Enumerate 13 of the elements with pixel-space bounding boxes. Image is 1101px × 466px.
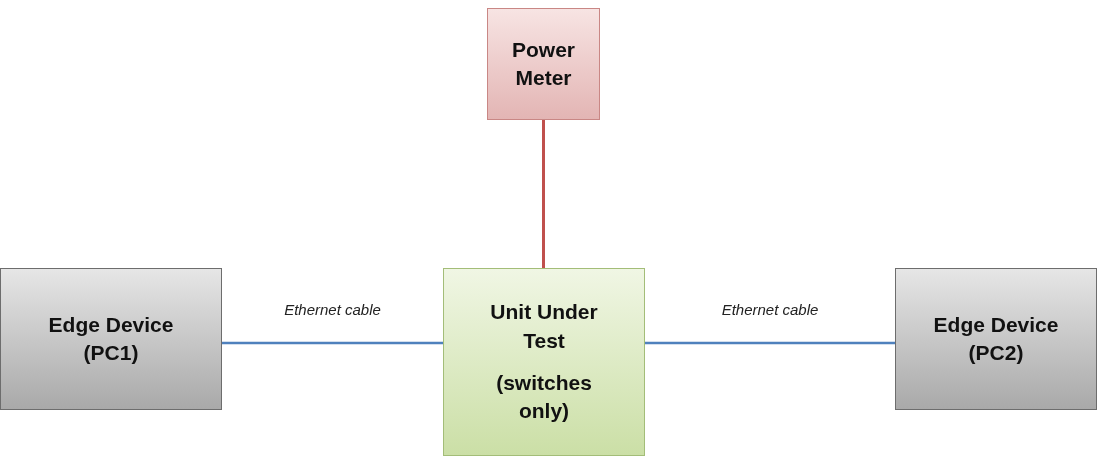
box-text: (switches only) [495, 370, 593, 425]
box-text: Power Meter [511, 36, 576, 91]
connector-line [542, 120, 545, 268]
device-box [487, 8, 600, 120]
device-box [895, 268, 1097, 410]
device-box [443, 268, 645, 456]
edge-label: Ethernet cable [281, 301, 384, 318]
device-box [0, 268, 222, 410]
box-text: Edge Device (PC2) [932, 311, 1060, 366]
connector-line [222, 341, 443, 345]
connector-line [645, 341, 895, 345]
box-text: Unit Under Test [489, 299, 599, 354]
box-text: Edge Device (PC1) [47, 311, 175, 366]
